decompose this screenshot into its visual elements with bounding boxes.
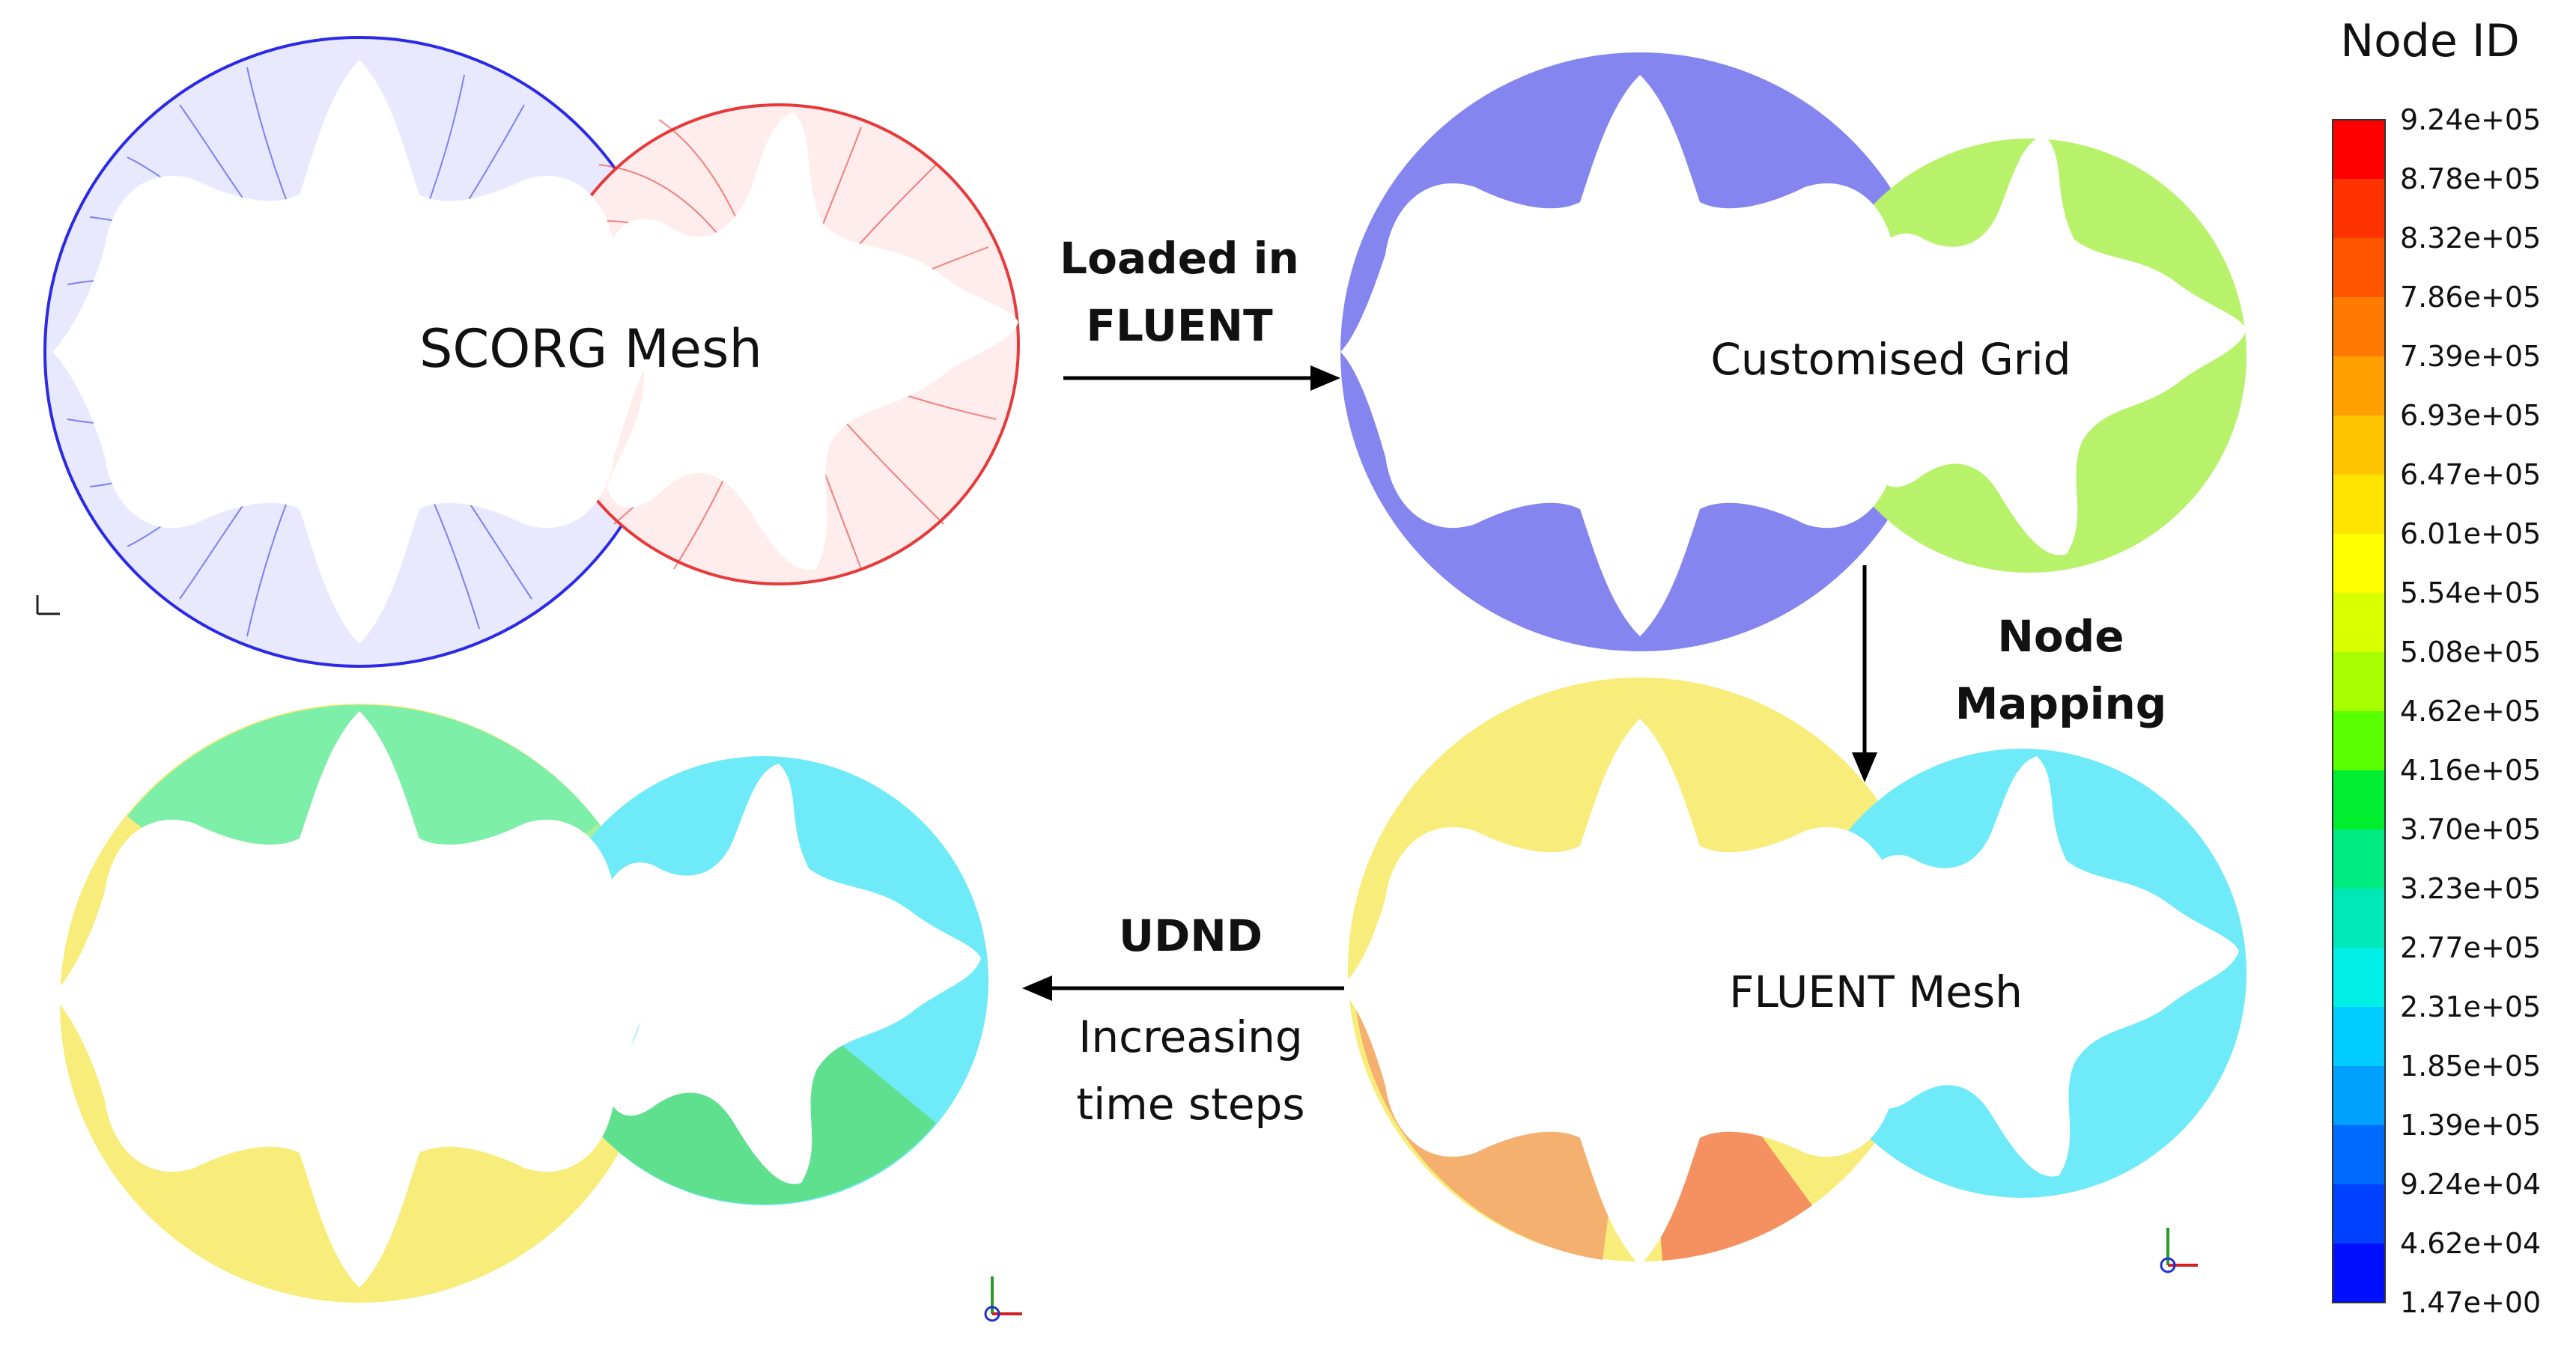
legend-tick-label: 3.23e+05: [2400, 872, 2541, 905]
legend-frame: [2332, 119, 2386, 1303]
node-id-legend: Node ID 9.24e+05 8.78e+05 8.32e+05 7.86e+05…: [2332, 15, 2541, 1319]
legend-tick-label: 6.01e+05: [2400, 517, 2541, 550]
legend-color-segment: [2333, 1007, 2385, 1067]
legend-tick-label: 1.47e+00: [2400, 1286, 2541, 1319]
legend-color-segment: [2333, 179, 2385, 239]
legend-color-segment: [2333, 948, 2385, 1008]
panel-scorg-mesh: SCORG Mesh: [36, 36, 1020, 668]
legend-tick-label: 2.77e+05: [2400, 931, 2541, 964]
arrow-left-head-icon: [1022, 975, 1052, 1001]
legend-color-segment: [2333, 1125, 2385, 1185]
fluent-mesh-label: FLUENT Mesh: [1729, 966, 2023, 1017]
arrow-loaded-line1: Loaded in: [1060, 233, 1299, 284]
legend-color-segment: [2333, 711, 2385, 771]
panel-customised-grid: Customised Grid: [1340, 52, 2247, 651]
legend-color-segment: [2333, 593, 2385, 653]
legend-color-segment: [2333, 1243, 2385, 1303]
arrow-udnd-line2: time steps: [1076, 1079, 1304, 1130]
panel-fluent-mesh: FLUENT Mesh: [1340, 678, 2247, 1273]
legend-tick-label: 7.39e+05: [2400, 340, 2541, 373]
arrow-loaded-line2: FLUENT: [1086, 300, 1273, 351]
legend-tick-label: 5.08e+05: [2400, 636, 2541, 669]
customised-rotor-lobes: [1340, 75, 2247, 636]
legend-color-segment: [2333, 120, 2385, 180]
legend-tick-label: 4.62e+04: [2400, 1227, 2541, 1260]
legend-color-segment: [2333, 534, 2385, 594]
fluent-axis-triad-icon: [2160, 1228, 2198, 1273]
legend-color-segment: [2333, 1066, 2385, 1126]
udnd-rotor-lobes: [52, 711, 981, 1288]
arrow-node-mapping: Node Mapping: [1852, 565, 2166, 782]
legend-tick-label: 3.70e+05: [2400, 813, 2541, 846]
fluent-rotor-lobes: [1340, 719, 2239, 1265]
legend-color-segment: [2333, 652, 2385, 712]
legend-tick-label: 7.86e+05: [2400, 281, 2541, 314]
legend-tick-label: 4.62e+05: [2400, 695, 2541, 728]
legend-color-segment: [2333, 297, 2385, 357]
scorg-axis-triad-icon: [36, 595, 60, 615]
legend-color-bar: [2332, 119, 2386, 1303]
arrow-udnd-title: UDND: [1119, 910, 1263, 961]
legend-tick-label: 1.39e+05: [2400, 1109, 2541, 1142]
scorg-mesh-label: SCORG Mesh: [419, 318, 762, 380]
legend-color-segment: [2333, 356, 2385, 416]
legend-tick-label: 9.24e+05: [2400, 103, 2541, 136]
arrow-udnd-line1: Increasing: [1078, 1011, 1302, 1062]
arrow-right-head-icon: [1310, 365, 1340, 391]
legend-tick-label: 9.24e+04: [2400, 1168, 2541, 1201]
arrow-udnd: UDND Increasing time steps: [1022, 910, 1344, 1130]
arrow-loaded-in-fluent: Loaded in FLUENT: [1060, 233, 1340, 391]
customised-grid-label: Customised Grid: [1710, 334, 2071, 385]
legend-tick-label: 2.31e+05: [2400, 990, 2541, 1023]
arrow-down-head-icon: [1852, 752, 1877, 782]
legend-tick-label: 6.47e+05: [2400, 458, 2541, 491]
scorg-rotor-lobes: [52, 60, 1018, 644]
legend-color-segment: [2333, 475, 2385, 535]
arrow-mapping-line1: Node: [1997, 611, 2124, 662]
legend-color-segment: [2333, 829, 2385, 889]
legend-tick-labels: 9.24e+05 8.78e+05 8.32e+05 7.86e+05 7.39e+05…: [2400, 103, 2541, 1319]
legend-tick-label: 8.78e+05: [2400, 162, 2541, 195]
udnd-axis-triad-icon: [984, 1276, 1022, 1322]
legend-color-segment: [2333, 1184, 2385, 1244]
legend-tick-label: 5.54e+05: [2400, 576, 2541, 609]
legend-color-segment: [2333, 415, 2385, 475]
legend-color-segment: [2333, 770, 2385, 830]
legend-color-segment: [2333, 238, 2385, 298]
legend-color-segment: [2333, 889, 2385, 949]
legend-tick-label: 1.85e+05: [2400, 1050, 2541, 1083]
legend-title: Node ID: [2340, 15, 2520, 67]
arrow-mapping-line2: Mapping: [1955, 678, 2167, 729]
legend-tick-label: 4.16e+05: [2400, 754, 2541, 787]
legend-tick-label: 6.93e+05: [2400, 399, 2541, 432]
panel-udnd-result: [52, 704, 1022, 1322]
legend-tick-label: 8.32e+05: [2400, 222, 2541, 255]
